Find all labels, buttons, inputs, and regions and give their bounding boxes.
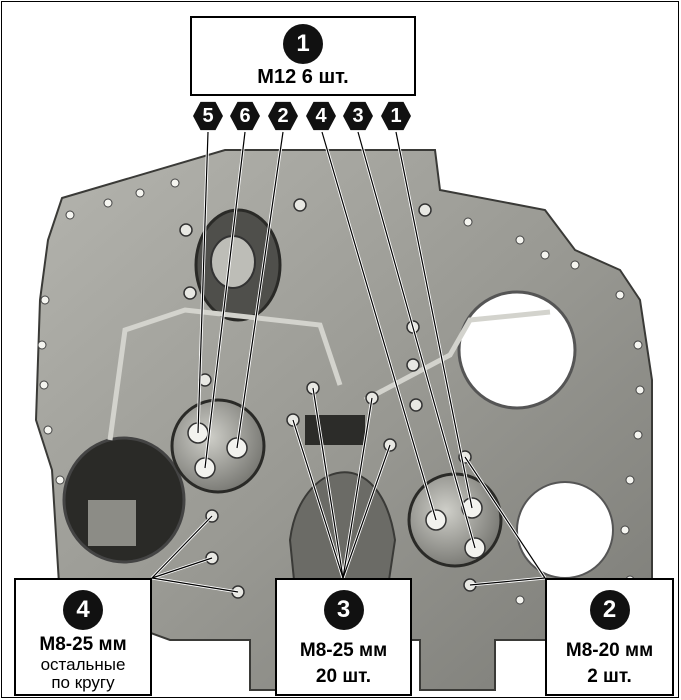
callout-perimeter-badge: 4 bbox=[63, 590, 103, 630]
callout-m8-25-line1: М8-25 мм bbox=[277, 640, 410, 662]
center-dark-slot bbox=[305, 415, 365, 445]
callout-m8-25: 3 М8-25 мм 20 шт. bbox=[275, 578, 412, 696]
callout-perimeter-line2: остальные bbox=[16, 656, 150, 674]
callout-m8-25-badge: 3 bbox=[324, 590, 364, 630]
right-large-opening bbox=[459, 292, 575, 408]
callout-m8-20-line2: 2 шт. bbox=[547, 666, 672, 688]
callout-perimeter-line3: по кругу bbox=[16, 674, 150, 692]
callout-m8-25-line2: 20 шт. bbox=[277, 666, 410, 688]
callout-m8-20-badge: 2 bbox=[590, 590, 630, 630]
left-bearing-cap bbox=[172, 400, 264, 492]
callout-m12: 1 M12 6 шт. bbox=[190, 16, 416, 96]
callout-perimeter: 4 М8-25 мм остальные по кругу bbox=[14, 578, 152, 696]
callout-m12-text: M12 6 шт. bbox=[192, 66, 414, 89]
right-bearing-cap bbox=[409, 474, 501, 566]
left-opening-insert bbox=[88, 500, 136, 546]
callout-perimeter-line1: М8-25 мм bbox=[16, 634, 150, 656]
callout-m12-badge: 1 bbox=[283, 24, 323, 64]
callout-m8-20-line1: М8-20 мм bbox=[547, 640, 672, 662]
right-lower-opening bbox=[517, 482, 613, 578]
callout-m8-20: 2 М8-20 мм 2 шт. bbox=[545, 578, 674, 696]
